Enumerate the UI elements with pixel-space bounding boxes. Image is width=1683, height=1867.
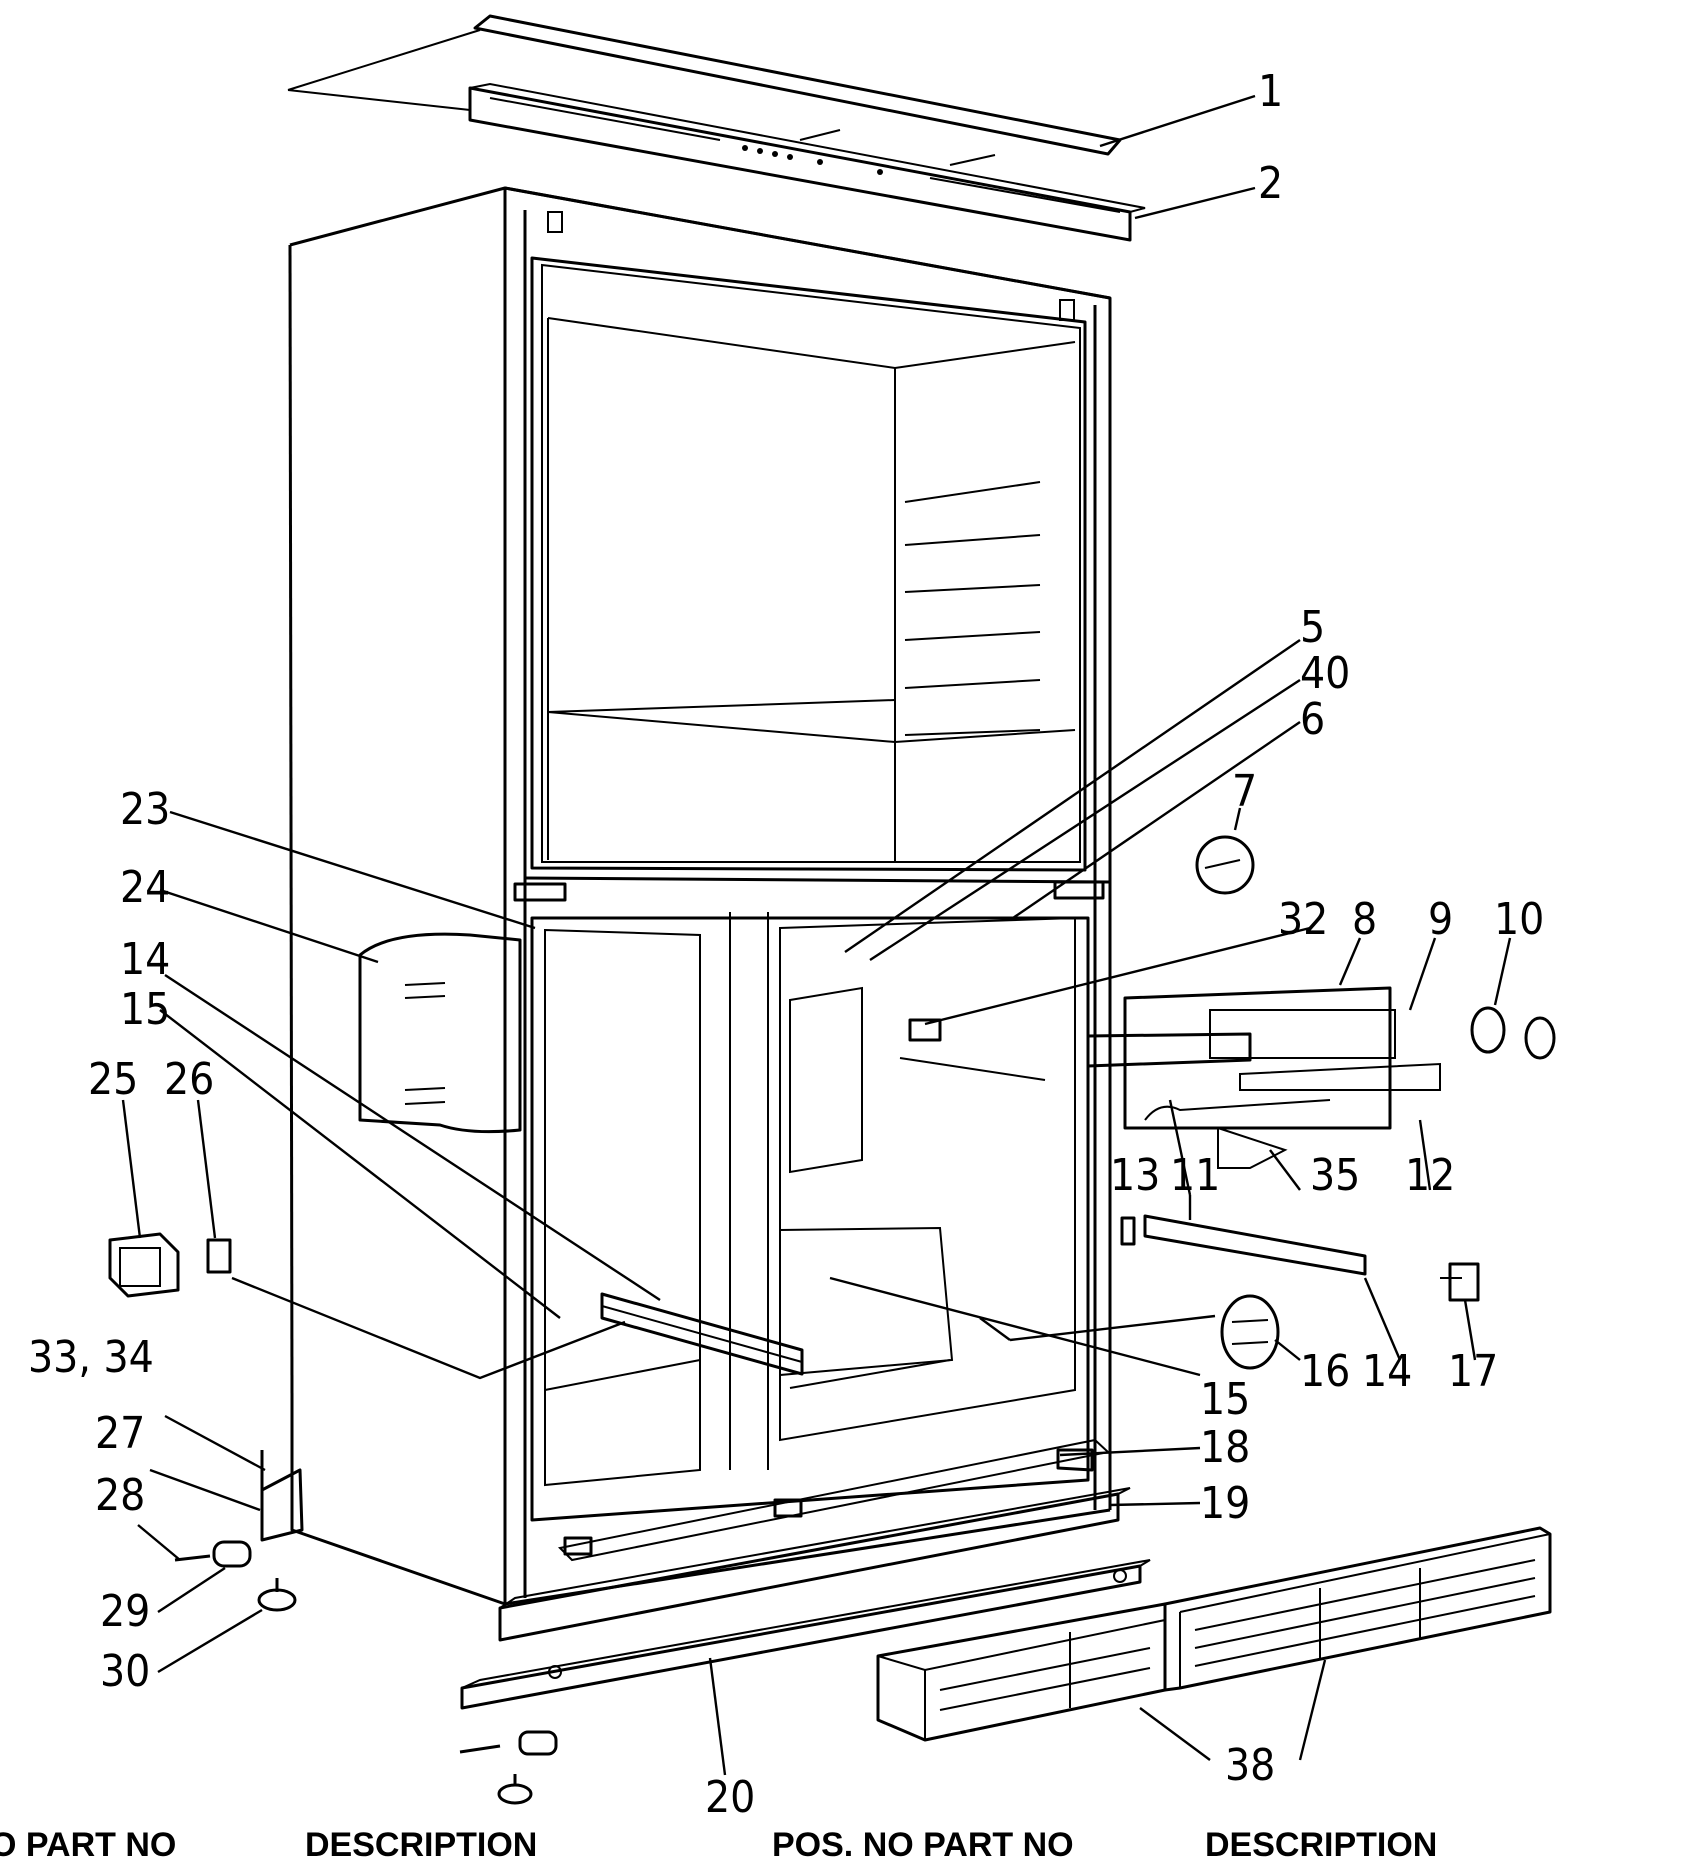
callout-25: 25 — [88, 1054, 138, 1105]
control-strip — [468, 82, 1146, 242]
callout-1: 1 — [1258, 66, 1283, 117]
divider-rail — [513, 876, 1111, 902]
bracket-17 — [1440, 1262, 1480, 1302]
callout-27: 27 — [95, 1408, 145, 1459]
control-buttons — [742, 145, 883, 175]
fridge-compartment — [530, 912, 1090, 1522]
callout-18: 18 — [1200, 1422, 1250, 1473]
table-header-pos-part-no: POS. NO PART NO — [772, 1826, 1074, 1864]
callout-20: 20 — [705, 1772, 755, 1823]
callout-13: 13 — [1110, 1150, 1160, 1201]
callout-6: 6 — [1300, 694, 1325, 745]
callout-35: 35 — [1310, 1150, 1360, 1201]
callout-33-34: 33, 34 — [28, 1332, 154, 1383]
kick-plate-left — [876, 1602, 1167, 1742]
fan-housing — [108, 1232, 180, 1298]
table-header-description-right: DESCRIPTION — [1205, 1826, 1438, 1864]
light-cover — [1195, 835, 1255, 895]
shelf-rail-left — [600, 1292, 804, 1376]
table-header-part-no-left: O PART NO — [0, 1826, 177, 1864]
callout-14-right: 14 — [1362, 1346, 1412, 1397]
callout-10: 10 — [1494, 894, 1544, 945]
base-front-rail — [498, 1487, 1131, 1642]
callout-8: 8 — [1352, 894, 1377, 945]
callout-19: 19 — [1200, 1478, 1250, 1529]
vent-slots — [904, 481, 1041, 736]
callout-28: 28 — [95, 1470, 145, 1521]
freezer-compartment — [530, 211, 1087, 872]
callout-38: 38 — [1225, 1740, 1275, 1791]
foot-30 — [257, 1578, 297, 1612]
callout-26: 26 — [164, 1054, 214, 1105]
top-cover-panel — [287, 14, 1122, 156]
upper-hinge — [547, 211, 1075, 321]
cabinet — [288, 186, 1112, 1606]
callout-5: 5 — [1300, 602, 1325, 653]
leader-lines — [121, 94, 1512, 1776]
bushing-29 — [212, 1540, 252, 1568]
pin-28 — [174, 1554, 211, 1562]
leg-bracket — [260, 1450, 304, 1542]
door-latch — [1220, 1294, 1280, 1370]
callout-11: 11 — [1170, 1150, 1220, 1201]
callout-17: 17 — [1448, 1346, 1498, 1397]
table-header-description-left: DESCRIPTION — [305, 1826, 538, 1864]
support-rail-19 — [557, 1438, 1111, 1562]
shelf-rail-right — [1120, 1214, 1367, 1276]
callout-16: 16 — [1300, 1346, 1350, 1397]
callout-15-left: 15 — [120, 984, 170, 1035]
callout-12: 12 — [1405, 1150, 1455, 1201]
kick-plate-right — [1163, 1526, 1552, 1692]
lamp-holder — [908, 1018, 942, 1042]
callout-9: 9 — [1428, 894, 1453, 945]
clip-26 — [206, 1238, 232, 1274]
callout-15-right: 15 — [1200, 1374, 1250, 1425]
callout-14-left: 14 — [120, 934, 170, 985]
callout-labels: 1 2 5 40 6 7 32 8 9 10 23 24 14 15 25 26… — [28, 66, 1544, 1823]
callout-40: 40 — [1300, 648, 1350, 699]
callout-24: 24 — [120, 862, 170, 913]
base-plate-20 — [459, 1559, 1151, 1805]
callout-30: 30 — [100, 1646, 150, 1697]
thermostat-housing — [1086, 986, 1441, 1169]
callout-32: 32 — [1278, 894, 1328, 945]
evaporator-panel — [358, 932, 522, 1134]
callout-2: 2 — [1258, 158, 1283, 209]
callout-7: 7 — [1232, 766, 1257, 817]
callout-23: 23 — [120, 784, 170, 835]
callout-29: 29 — [100, 1586, 150, 1637]
thermostat-knob — [1470, 1006, 1556, 1060]
